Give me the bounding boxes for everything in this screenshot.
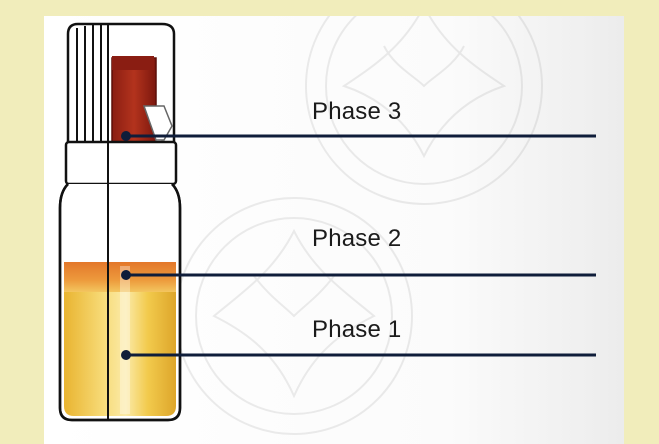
label-phase-3: Phase 3 xyxy=(312,98,402,125)
plunger-tip xyxy=(142,105,173,141)
pointer-phase-3 xyxy=(121,131,596,141)
label-phase-1: Phase 1 xyxy=(312,316,402,343)
liquid-layer xyxy=(64,292,176,416)
watermark-seal-top xyxy=(305,16,543,205)
pointer-phase-1 xyxy=(121,350,596,360)
vial-diagram xyxy=(58,16,596,435)
vial-body xyxy=(58,183,182,422)
vial-collar xyxy=(64,140,178,186)
label-phase-2: Phase 2 xyxy=(312,225,402,252)
separator-layer xyxy=(64,262,176,292)
pointer-phase-2 xyxy=(121,270,596,280)
diagram-panel: Phase 3 Phase 2 Phase 1 xyxy=(44,16,624,444)
